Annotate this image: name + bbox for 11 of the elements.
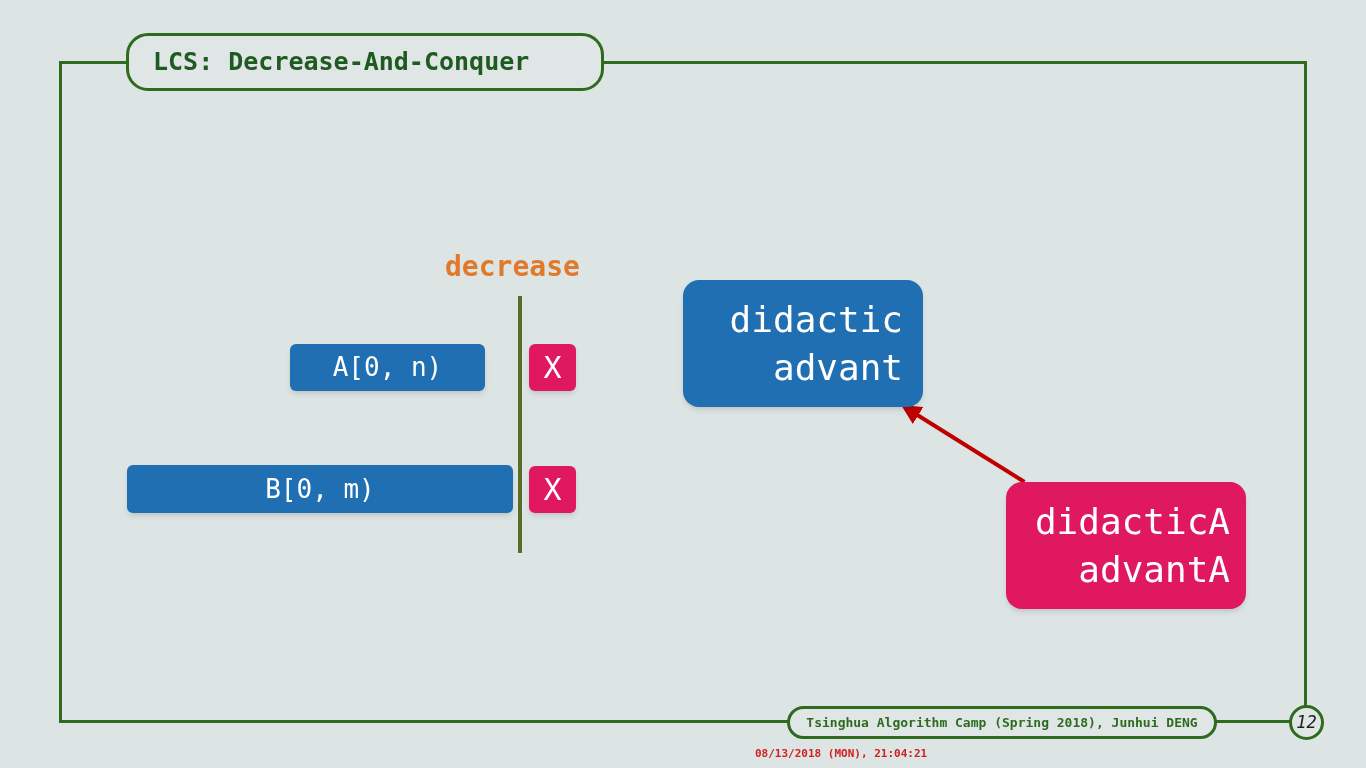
removed-box: X: [529, 466, 576, 513]
arrow: [901, 404, 1026, 484]
title-banner: LCS: Decrease-And-Conquer: [126, 33, 604, 91]
removed-box: X: [529, 344, 576, 391]
footer-banner: Tsinghua Algorithm Camp (Spring 2018), Junhui DENG: [787, 706, 1217, 739]
string-box: didacticA advantA: [1006, 482, 1246, 609]
heading-label: decrease: [445, 249, 580, 285]
array-bar: B[0, m): [127, 465, 513, 513]
timestamp: 08/13/2018 (MON), 21:04:21: [755, 746, 928, 762]
array-bar: A[0, n): [290, 344, 485, 391]
string-box: didactic advant: [683, 280, 923, 407]
